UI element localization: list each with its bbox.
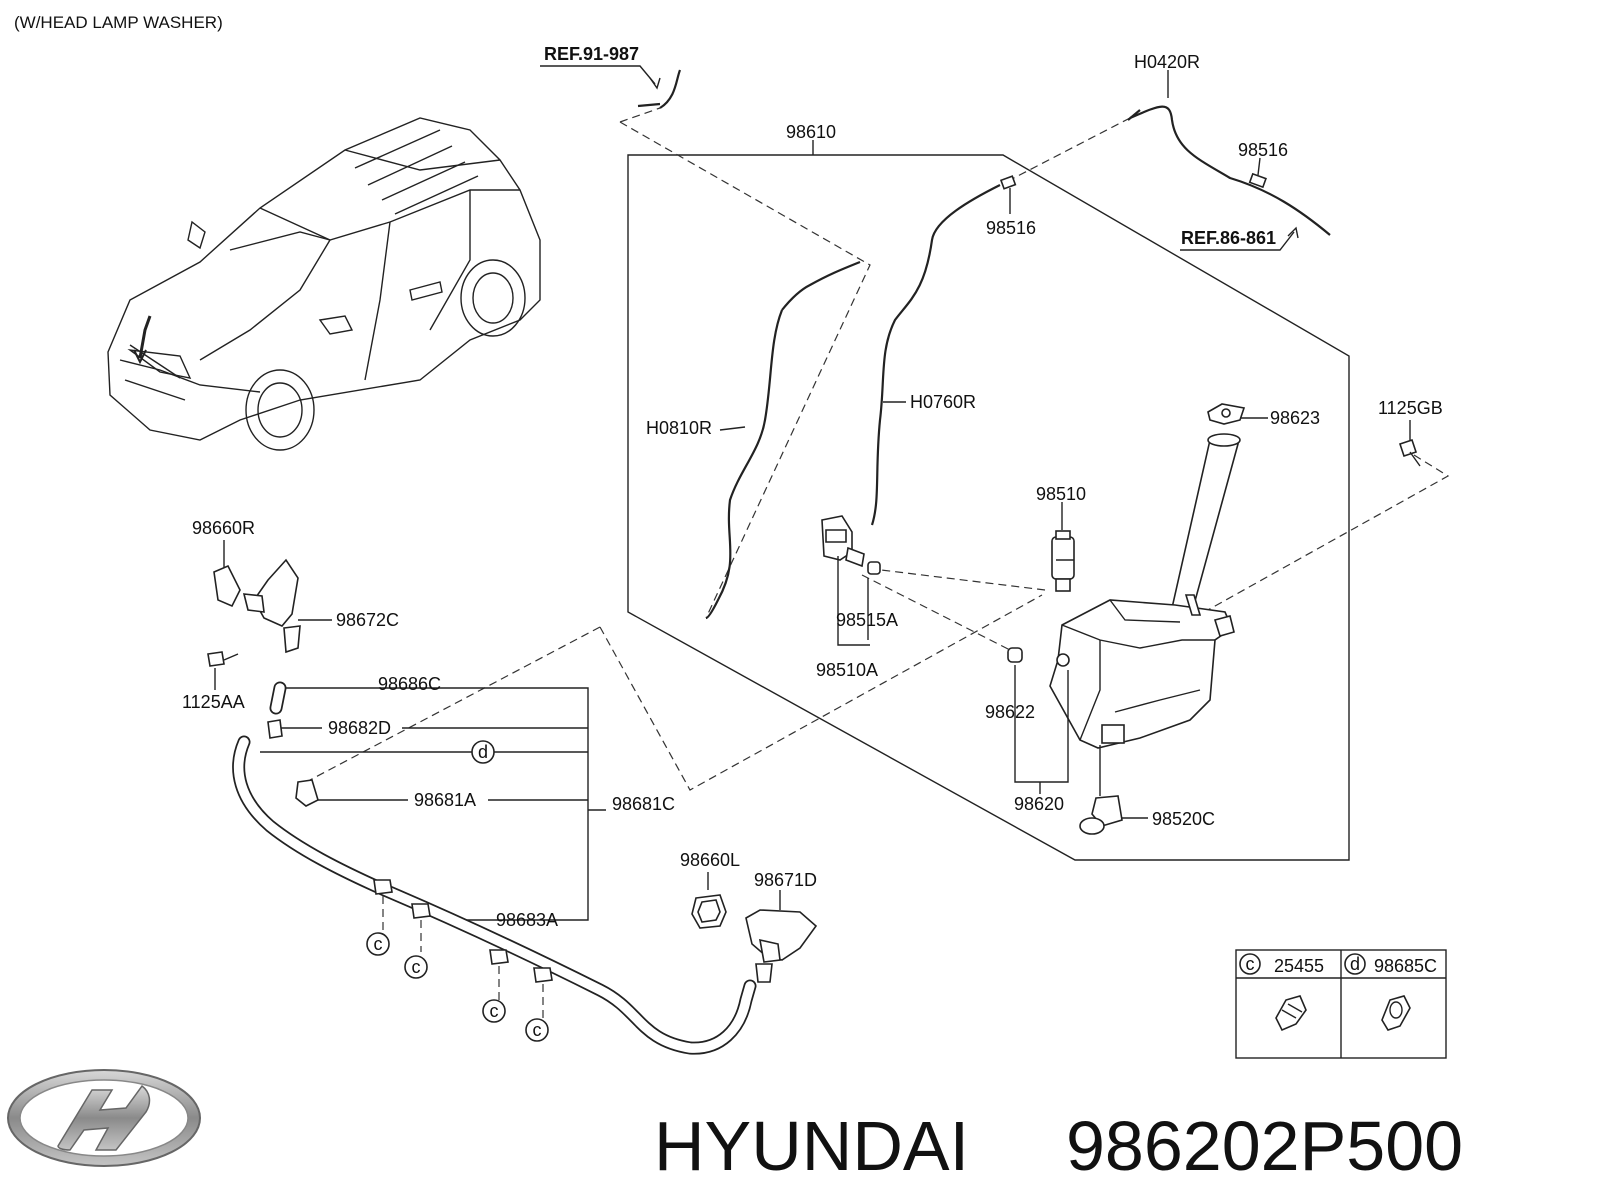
label-98516-mid: 98516 <box>986 218 1036 238</box>
label-98660l: 98660L <box>680 850 740 870</box>
legend-d-key: d <box>1350 954 1360 974</box>
legend-table: c 25455 d 98685C <box>1235 949 1447 1059</box>
label-98510: 98510 <box>1036 484 1086 504</box>
callout-labels: 98610 H0420R 98516 98516 H0810R H0760R 9… <box>182 52 1443 930</box>
ref-86-861: REF.86-861 <box>1181 228 1276 248</box>
label-98681a: 98681A <box>414 790 476 810</box>
car-silhouette-icon <box>107 117 541 451</box>
headlamp-washer-hose <box>232 681 757 1055</box>
brand-name: HYUNDAI <box>654 1107 969 1185</box>
clip-d-icon <box>1381 995 1411 1031</box>
label-98686c: 98686C <box>378 674 441 694</box>
label-98682d: 98682D <box>328 718 391 738</box>
label-98660r: 98660R <box>192 518 255 538</box>
label-98683a: 98683A <box>496 910 558 930</box>
dashed-leaders <box>309 107 1450 791</box>
label-h0760r: H0760R <box>910 392 976 412</box>
label-98610: 98610 <box>786 122 836 142</box>
label-98516-top: 98516 <box>1238 140 1288 160</box>
clip-markers: c c c c d <box>366 740 549 1042</box>
reservoir-assembly-frame <box>627 154 1350 861</box>
label-98672c: 98672C <box>336 610 399 630</box>
clip-c-icon <box>1275 995 1307 1032</box>
washer-pump-98510a <box>821 515 865 568</box>
headlamp-washer-nozzle-rh <box>207 558 301 667</box>
label-98620: 98620 <box>1014 794 1064 814</box>
leader-lines <box>214 70 1411 921</box>
label-98623: 98623 <box>1270 408 1320 428</box>
ref-91-987: REF.91-987 <box>544 44 639 64</box>
part-number: 986202P500 <box>1066 1107 1463 1185</box>
label-98515a: 98515A <box>836 610 898 630</box>
label-h0420r: H0420R <box>1134 52 1200 72</box>
label-98510a: 98510A <box>816 660 878 680</box>
washer-reservoir-tank <box>1049 433 1241 749</box>
level-sensor-98520c <box>1079 745 1123 835</box>
header-note: (W/HEAD LAMP WASHER) <box>14 13 223 32</box>
label-98681c: 98681C <box>612 794 675 814</box>
reservoir-cap-98623 <box>1207 403 1246 425</box>
legend-c-part: 25455 <box>1274 956 1324 976</box>
legend-c-key: c <box>1246 954 1255 974</box>
label-98671d: 98671D <box>754 870 817 890</box>
clip-marker-d: d <box>478 742 488 762</box>
clip-marker-c-3: c <box>490 1001 499 1021</box>
label-h0810r: H0810R <box>646 418 712 438</box>
hyundai-logo-icon <box>7 1069 201 1167</box>
label-98622: 98622 <box>985 702 1035 722</box>
ref-labels: REF.91-987 REF.86-861 <box>540 44 1299 251</box>
clip-marker-c-2: c <box>412 957 421 977</box>
legend-d-part: 98685C <box>1374 956 1437 976</box>
label-98520c: 98520C <box>1152 809 1215 829</box>
grommet-98622 <box>1007 647 1023 663</box>
washer-pump-98510 <box>1051 530 1075 592</box>
label-1125gb: 1125GB <box>1378 398 1443 418</box>
clip-marker-c-1: c <box>374 934 383 954</box>
bolt-1125gb <box>1398 438 1421 467</box>
label-1125aa: 1125AA <box>182 692 245 712</box>
connectors <box>867 172 1267 575</box>
upper-hoses <box>637 69 1331 620</box>
headlamp-washer-nozzle-lh <box>691 894 818 983</box>
clip-marker-c-4: c <box>533 1020 542 1040</box>
